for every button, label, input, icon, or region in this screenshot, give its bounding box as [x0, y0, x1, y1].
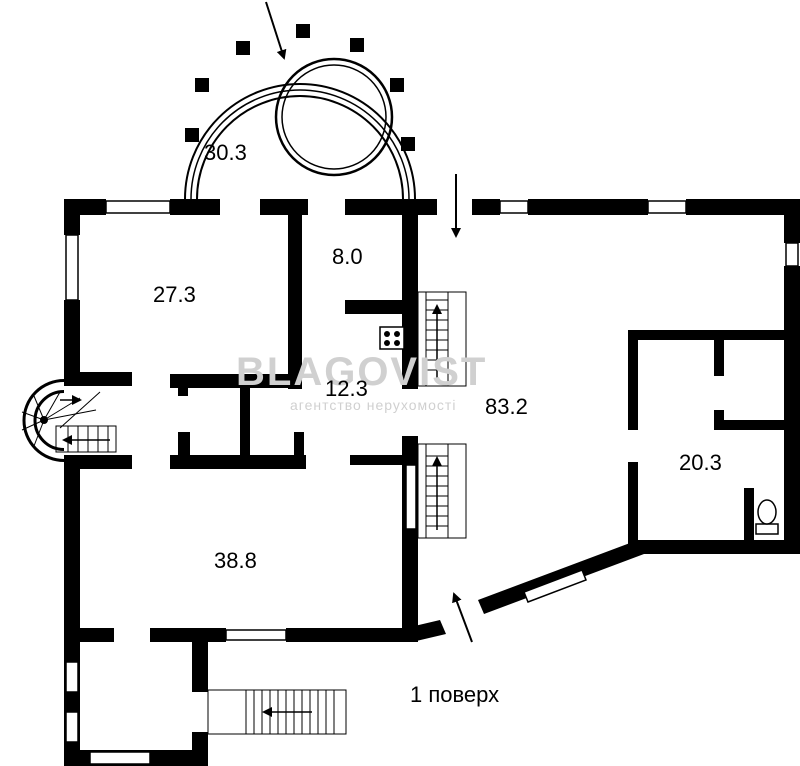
entrance-arrows: [265, 1, 473, 643]
stair-porch: [207, 689, 347, 735]
stair-lower: [417, 443, 467, 539]
rotunda: [184, 24, 416, 200]
room-area-12-3: 12.3: [325, 376, 368, 401]
room-area-83-2: 83.2: [485, 394, 528, 419]
stair-upper: [417, 291, 467, 387]
room-area-38-8: 38.8: [214, 548, 257, 573]
windows: [65, 200, 799, 765]
room-area-27-3: 27.3: [153, 282, 196, 307]
floor-label: 1 поверх: [410, 682, 500, 707]
room-area-30-3: 30.3: [204, 140, 247, 165]
toilet-icon: [755, 499, 779, 535]
room-area-8-0: 8.0: [332, 244, 363, 269]
watermark-subtitle: агентство нерухомості: [290, 397, 457, 413]
spiral-stair: [21, 379, 117, 462]
stove-icon: [379, 326, 405, 350]
room-area-20-3: 20.3: [679, 450, 722, 475]
watermark-name: BLAGOVIST: [236, 350, 488, 394]
rotunda-piers: [185, 24, 415, 151]
